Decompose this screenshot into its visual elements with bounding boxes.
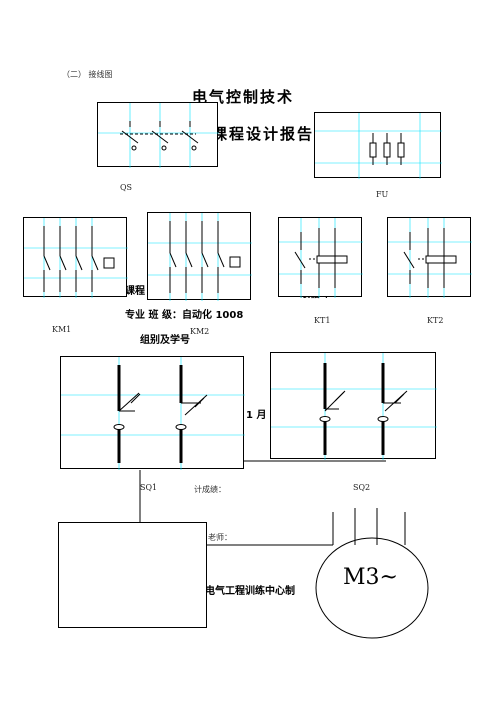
report-major-class: 专业 班 级：自动化 1008 xyxy=(125,310,244,321)
sq2-diagram-box xyxy=(270,352,437,460)
kt1-diagram-box xyxy=(278,217,363,298)
caption-km2: KM2 xyxy=(190,327,210,336)
km2-contactor-symbol xyxy=(148,213,252,301)
control-circuit-box xyxy=(58,522,207,628)
caption-kt2: KT2 xyxy=(427,316,444,325)
km2-diagram-box xyxy=(147,212,252,301)
motor-label: M3~ xyxy=(343,565,398,590)
caption-sq2: SQ2 xyxy=(353,483,371,492)
sq1-diagram-box xyxy=(60,356,245,470)
kt2-timer-symbol xyxy=(388,218,472,298)
km1-diagram-box xyxy=(23,217,128,298)
qs-switch-symbol xyxy=(98,103,219,168)
caption-fu: FU xyxy=(376,190,389,199)
report-footer-org: 电气工程训练中心制 xyxy=(205,586,295,597)
kt2-diagram-box xyxy=(387,217,472,298)
caption-sq1: SQ1 xyxy=(140,483,158,492)
sq2-limit-switch-symbol xyxy=(271,353,437,460)
caption-kt1: KT1 xyxy=(314,316,331,325)
report-title-line1: 电气控制技术 xyxy=(192,88,295,106)
km1-contactor-symbol xyxy=(24,218,128,298)
section-heading: （二） 接线图 xyxy=(62,70,113,79)
report-course-label: 课程 xyxy=(125,286,145,297)
kt1-timer-symbol xyxy=(279,218,363,298)
caption-km1: KM1 xyxy=(52,325,72,334)
caption-qs: QS xyxy=(120,183,133,192)
report-teacher-label: 老师： xyxy=(208,533,232,542)
sq1-limit-switch-symbol xyxy=(61,357,245,470)
fu-diagram-box xyxy=(314,112,442,179)
report-title-line2: 课程设计报告 xyxy=(212,125,315,143)
report-group-number: 组别及学号 xyxy=(140,335,190,346)
report-grade-label: 计成绩： xyxy=(194,485,226,494)
fu-fuse-symbol xyxy=(315,113,442,179)
motor-symbol xyxy=(315,537,429,639)
qs-diagram-box xyxy=(97,102,219,168)
